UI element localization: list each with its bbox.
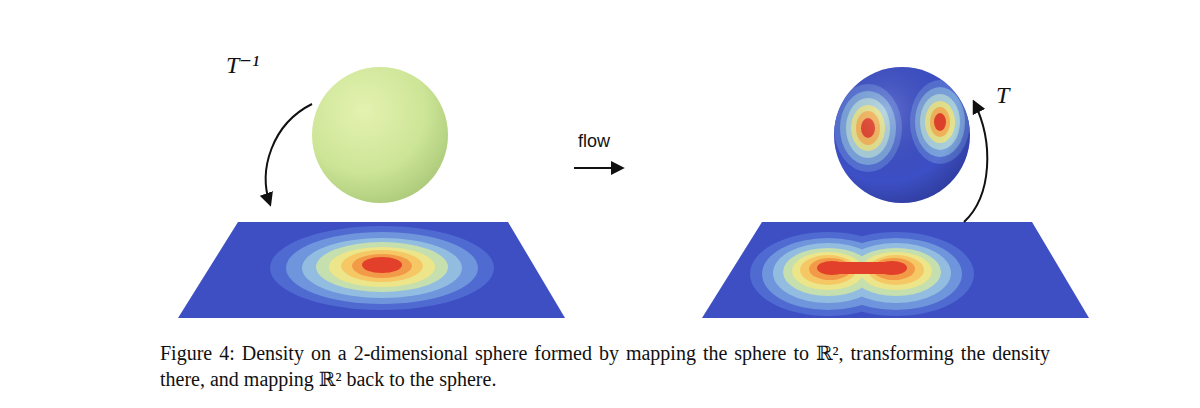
inverse-map-arrow: [266, 104, 312, 204]
left-plane: [178, 222, 565, 318]
flow-arrow: [574, 167, 622, 169]
map-label: T: [996, 82, 1009, 108]
map-label: T⁻¹: [226, 52, 259, 78]
map-arrow: [964, 102, 987, 222]
figure-caption: Figure 4: Density on a 2-dimensional sph…: [160, 340, 1050, 392]
right-sphere: [834, 67, 970, 203]
right-plane: [702, 222, 1089, 318]
flow-label: flow: [578, 132, 610, 152]
left-sphere: [312, 67, 448, 203]
